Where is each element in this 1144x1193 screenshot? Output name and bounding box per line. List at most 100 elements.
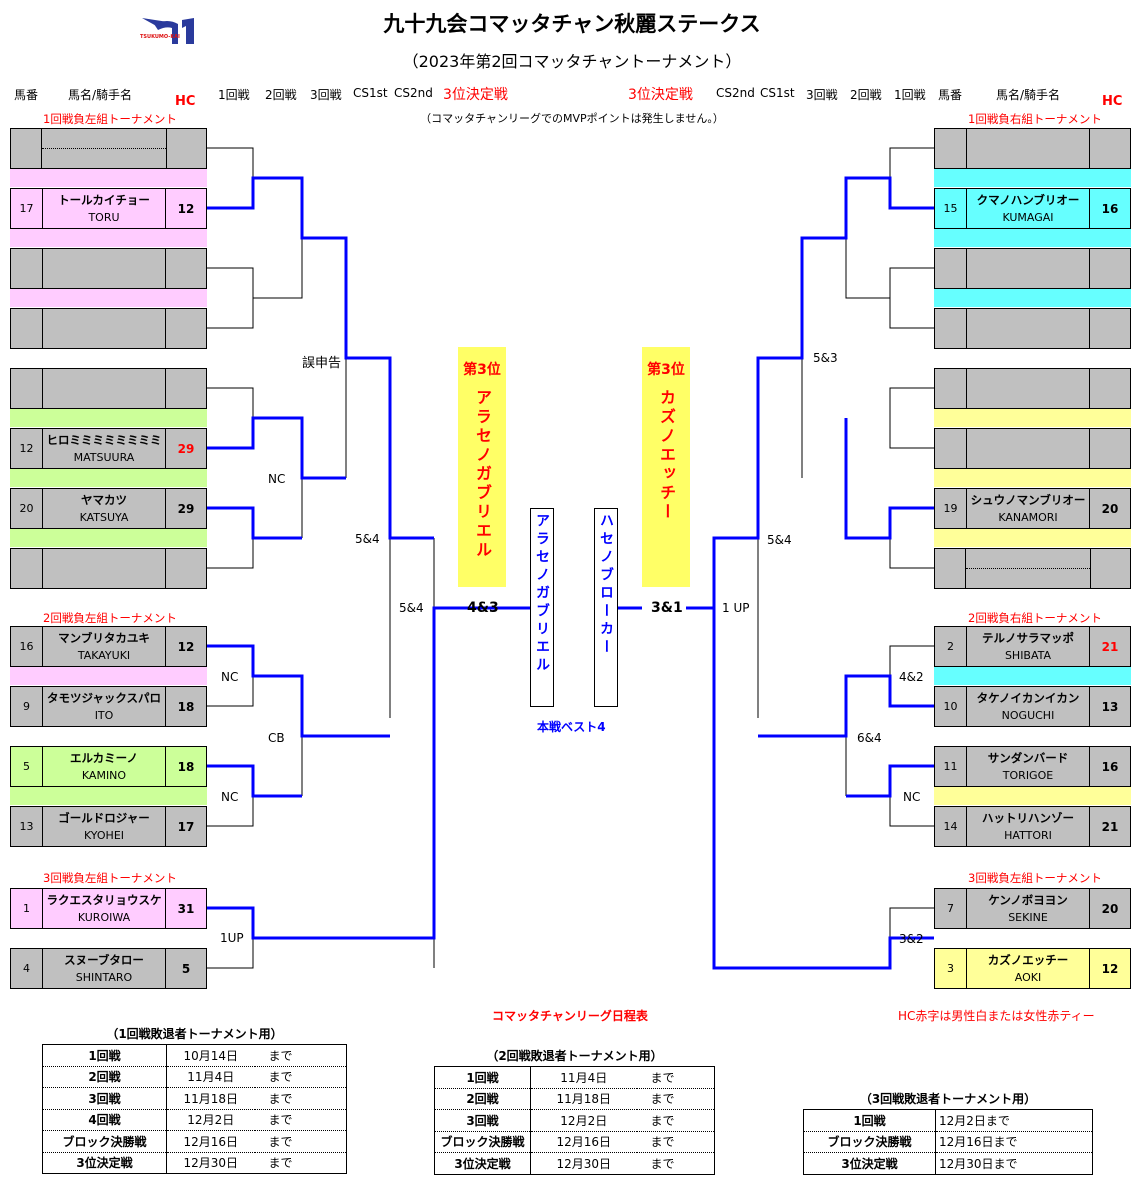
horse-name: サンダンバード (987, 750, 1069, 765)
bracket-connector (889, 387, 934, 449)
result-right-final: 3&1 (651, 600, 683, 616)
col-cs1-right: CS1st (760, 86, 795, 100)
col-hc-right: HC (1102, 94, 1123, 109)
bracket-connector (207, 387, 254, 448)
result-left-54a: 5&4 (355, 532, 380, 546)
horse-name: シュウノマンブリオー (970, 492, 1086, 507)
group-label-left3: 3回戦負左組トーナメント (43, 871, 177, 885)
entry-name-cell (43, 309, 166, 348)
handicap: 20 (1101, 501, 1119, 516)
left-entry (10, 128, 207, 169)
col-r3-right: 3回戦 (806, 88, 838, 102)
result-right-1up: 1 UP (722, 601, 750, 615)
result-right-nc: NC (903, 790, 921, 804)
col-third-right: 3位決定戦 (628, 87, 693, 103)
entry-number (935, 369, 967, 408)
entry-number (935, 249, 967, 288)
jockey-name: KANAMORI (998, 510, 1058, 524)
until-label: まで (650, 1156, 675, 1171)
handicap: 31 (177, 901, 195, 916)
third-place-left: 第3位 アラセノガブリエル (458, 347, 506, 587)
handicap: 16 (1101, 201, 1119, 216)
result-right-54: 5&4 (767, 533, 792, 547)
round-name: ブロック決勝戦 (803, 1131, 936, 1153)
deadline: 12月16日まで (935, 1131, 1093, 1153)
result-left-nc3: NC (221, 790, 239, 804)
bracket-connector (207, 508, 254, 569)
handicap: 29 (177, 441, 195, 456)
round-name: 3回戦 (42, 1087, 167, 1110)
winner-path (712, 176, 934, 970)
jockey-name: SHIBATA (1004, 648, 1052, 662)
round-name: 4回戦 (42, 1109, 167, 1131)
col-name-right: 馬名/騎手名 (996, 88, 1061, 102)
entry-number: 14 (935, 807, 967, 846)
round-name: 1回戦 (434, 1066, 531, 1089)
col-cs1-left: CS1st (353, 86, 388, 100)
handicap: 18 (177, 699, 195, 714)
handicap: 21 (1101, 819, 1119, 834)
entry-number: 7 (935, 889, 967, 928)
entry-name-cell (43, 249, 166, 288)
until-label: まで (254, 1066, 347, 1088)
entry-number: 10 (935, 687, 967, 726)
jockey-name: KAMINO (81, 768, 127, 782)
winner-path (207, 506, 302, 540)
third-place-left-name: アラセノガブリエル (473, 389, 492, 560)
right-entry (934, 308, 1131, 349)
deadline: 12月2日 (530, 1109, 637, 1132)
deadline: 11月4日 (166, 1066, 255, 1088)
entry-number (11, 369, 43, 408)
winner-path (207, 606, 502, 940)
best4-left: アラセノガブリエル (530, 508, 554, 707)
mvp-note: （コマッタチャンリーグでのMVPポイントは発生しません。） (420, 112, 724, 125)
entry-name-cell (967, 249, 1090, 288)
deadline: 11月4日 (530, 1066, 637, 1089)
result-right-32: 3&2 (899, 932, 924, 946)
col-cs2-right: CS2nd (716, 86, 755, 100)
round-name: 3位決定戦 (434, 1152, 531, 1174)
result-left-nc2: NC (221, 670, 239, 684)
bracket-connector (207, 267, 254, 329)
schedule-title: コマッタチャンリーグ日程表 (492, 1009, 648, 1023)
deadline: 12月30日まで (939, 1156, 1018, 1171)
col-umaban-left: 馬番 (14, 88, 39, 102)
horse-name: エルカミーノ (70, 750, 138, 765)
winner-path (207, 644, 390, 738)
col-r2-right: 2回戦 (850, 88, 882, 102)
handicap: 12 (1101, 961, 1119, 976)
handicap: 5 (181, 961, 191, 976)
jockey-name: SHINTARO (75, 970, 133, 984)
entry-number: 13 (11, 807, 43, 846)
jockey-name: MATSUURA (73, 450, 135, 464)
round-name: 3回戦 (434, 1109, 531, 1132)
horse-name: タケノイカンイカン (976, 690, 1080, 705)
left-entry (10, 368, 207, 409)
until-label: まで (254, 1087, 347, 1110)
group-label-left1: 1回戦負左組トーナメント (43, 112, 177, 126)
result-left-1up: 1UP (220, 931, 244, 945)
entry-name-cell (43, 369, 166, 408)
hc-legend: HC赤字は男性白または女性赤ティー (898, 1009, 1095, 1023)
right-entry (934, 248, 1131, 289)
winner-path (758, 674, 934, 738)
bracket-connector (889, 645, 934, 676)
best4-caption: 本戦ベスト4 (537, 720, 606, 734)
jockey-name: ITO (94, 708, 114, 722)
deadline: 12月30日 (183, 1156, 239, 1171)
